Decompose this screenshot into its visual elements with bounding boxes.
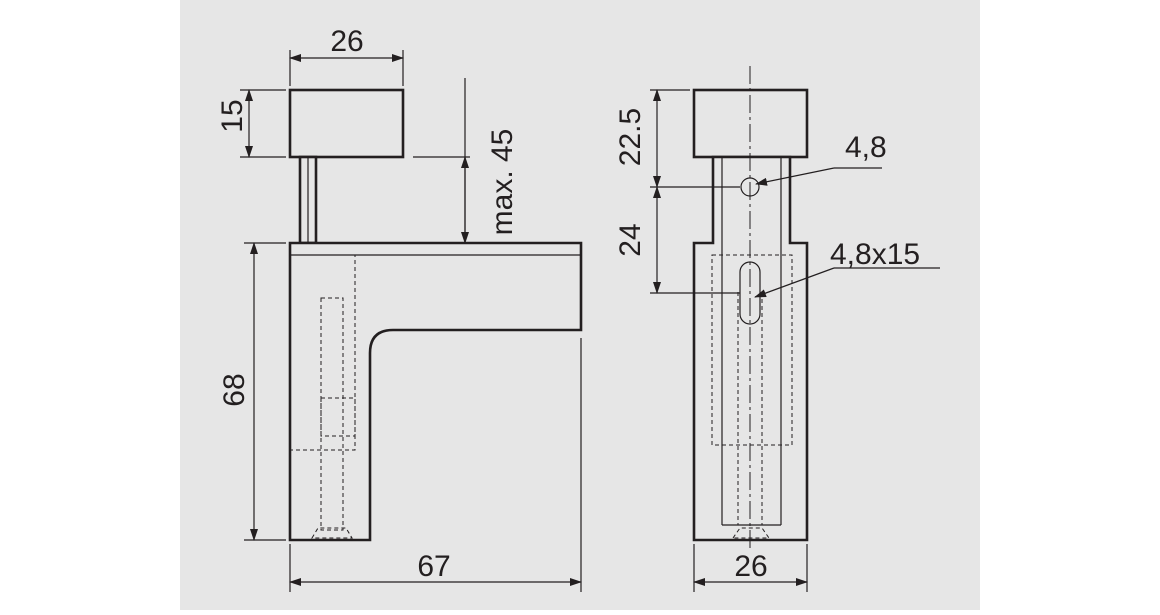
dim-height-top: 15 [216,99,249,132]
dim-length-total: 67 [417,550,450,583]
leader-slot [754,267,835,298]
mounting-hole [740,177,760,197]
top-clamp-plate [288,88,405,159]
side-view: 26 15 max. 45 68 67 [216,25,583,592]
dim-height-total: 68 [218,373,251,406]
front-view: 22.5 24 4,8 4,8x15 26 [614,66,940,592]
dim-front-top: 22.5 [614,108,647,166]
l-bracket-body [288,241,583,542]
label-slot-size: 4,8x15 [830,238,920,271]
leader-hole [755,167,835,186]
dim-front-width: 26 [734,550,767,583]
dim-hole-spacing: 24 [614,223,647,256]
hidden-screw-head [311,527,353,539]
label-hole-dia: 4,8 [845,131,887,164]
front-hidden-cavity [711,254,793,446]
front-hidden-screw-head [732,527,770,539]
hidden-cavity [289,254,356,451]
dim-max-gap: max. 45 [486,129,519,236]
dim-width-top: 26 [330,25,363,58]
hidden-nut [320,397,356,437]
